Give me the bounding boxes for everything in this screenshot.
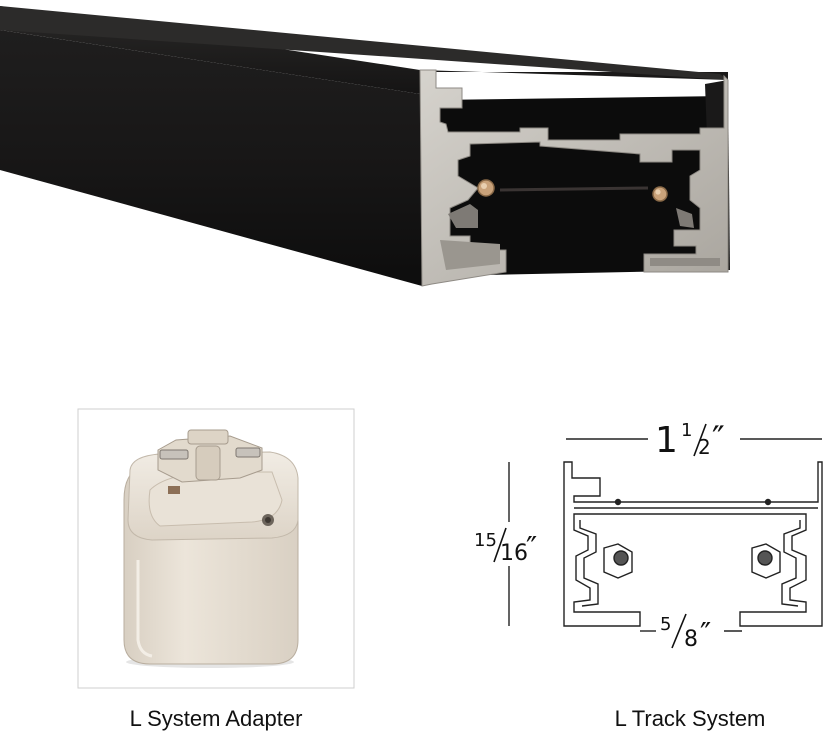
diagram-contact-right	[757, 550, 773, 566]
height-inch-mark: ″	[526, 531, 537, 566]
track-extrusion-profile	[419, 69, 729, 287]
slot-inch-mark: ″	[700, 617, 711, 652]
profile-outline	[563, 461, 823, 627]
width-denominator: 2	[698, 435, 711, 459]
height-denominator: 16	[500, 541, 528, 566]
dimension-labels: 1 1 2 ″ 15 16 ″ 5 8 ″	[474, 419, 725, 652]
width-numerator: 1	[681, 420, 692, 441]
adapter-caption: L System Adapter	[129, 706, 303, 731]
slot-numerator: 5	[660, 614, 671, 635]
width-whole: 1	[655, 420, 678, 461]
track-section	[0, 6, 730, 287]
track-dimension-diagram	[508, 438, 823, 632]
contact-pin-right	[652, 186, 668, 202]
height-numerator: 15	[474, 530, 497, 551]
adapter-photo	[77, 408, 355, 689]
track-front-face	[0, 30, 422, 286]
slot-denominator: 8	[684, 627, 698, 652]
adapter-contact	[159, 449, 189, 460]
diagram-contact-left	[613, 550, 629, 566]
track-top-face	[0, 6, 728, 94]
width-inch-mark: ″	[712, 419, 725, 459]
track-system-caption: L Track System	[614, 706, 766, 731]
